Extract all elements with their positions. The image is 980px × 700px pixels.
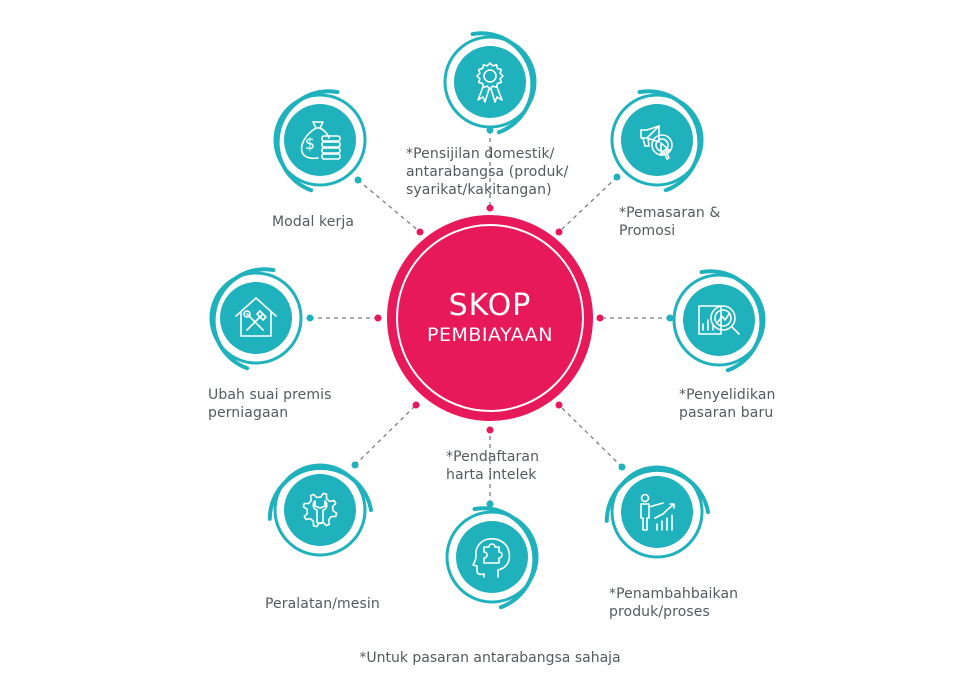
label-market-research: *Penyelidikan pasaran baru	[679, 387, 776, 421]
connector-equipment	[354, 404, 417, 466]
footnote: *Untuk pasaran antarabangsa sahaja	[359, 650, 621, 666]
connector-dot-inner	[486, 204, 494, 212]
connector-dot-inner	[416, 228, 424, 236]
connector-dot-inner	[412, 401, 420, 409]
money-bag-coins-icon: $	[300, 121, 341, 160]
node-marketing	[610, 89, 704, 193]
head-puzzle-icon	[472, 538, 511, 578]
node-ip-registration	[445, 506, 539, 610]
connector-dot-outer	[306, 314, 314, 322]
connector-dot-outer	[486, 500, 494, 508]
node-working-capital: $	[273, 89, 367, 193]
connector-dot-inner	[374, 314, 382, 322]
nodes: $	[209, 31, 766, 610]
label-certification: *Pensijilan domestik/ antarabangsa (prod…	[406, 146, 569, 198]
connector-dot-inner	[486, 426, 494, 434]
label-ip-registration: *Pendaftaran harta intelek	[446, 449, 540, 483]
label-product-improvement: *Penambahbaikan produk/proses	[609, 586, 739, 620]
magnifier-chart-icon	[698, 305, 740, 335]
label-premises: Ubah suai premis perniagaan	[208, 387, 332, 421]
node-equipment	[267, 463, 373, 557]
svg-text:$: $	[305, 134, 315, 153]
node-market-research	[672, 269, 766, 373]
center-subtitle: PEMBIAYAAN	[427, 324, 553, 346]
connectors	[306, 126, 674, 508]
node-certification	[443, 31, 537, 135]
connector-marketing	[558, 176, 618, 233]
label-working-capital: Modal kerja	[272, 214, 354, 230]
house-tools-icon	[235, 297, 277, 337]
connector-dot-outer	[666, 314, 674, 322]
award-ribbon-icon	[476, 62, 504, 103]
connector-dot-outer	[618, 463, 626, 471]
node-premises	[209, 267, 303, 371]
node-product-improvement	[604, 465, 710, 559]
gear-wrench-icon	[302, 492, 338, 528]
center-circle	[387, 215, 593, 421]
connector-dot-inner	[555, 228, 563, 236]
label-marketing: *Pemasaran & Promosi	[619, 205, 721, 239]
connector-dot-inner	[596, 314, 604, 322]
connector-working-capital	[357, 179, 421, 233]
connector-dot-outer	[351, 461, 359, 469]
connector-dot-outer	[354, 176, 362, 184]
megaphone-touch-icon	[640, 125, 673, 160]
connector-product-improvement	[558, 404, 623, 468]
connector-dot-outer	[613, 173, 621, 181]
presenter-growth-chart-icon	[640, 493, 675, 531]
connector-dot-inner	[555, 401, 563, 409]
label-equipment: Peralatan/mesin	[265, 596, 380, 612]
center-title: SKOP	[448, 288, 532, 323]
